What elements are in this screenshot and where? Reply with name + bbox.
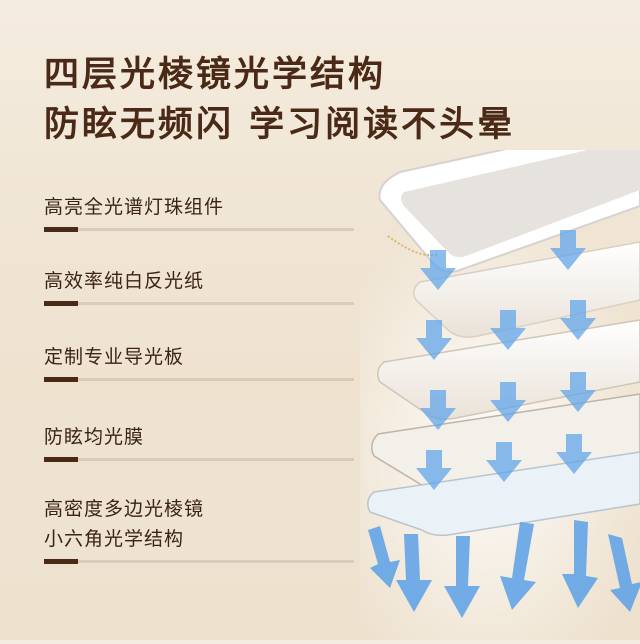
layered-lamp-illustration <box>360 118 640 640</box>
arrow-icon <box>416 320 452 360</box>
divider-accent <box>44 227 78 232</box>
arrow-icon <box>490 310 526 350</box>
feature-divider <box>44 227 354 232</box>
prism-layer <box>367 451 640 537</box>
divider-accent <box>44 457 78 462</box>
reflective-paper-layer <box>413 241 640 338</box>
arrow-icon <box>420 390 456 430</box>
arrow-icon <box>560 372 596 412</box>
arrow-icon <box>562 520 598 608</box>
feature-divider <box>44 457 354 462</box>
feature-label: 防眩均光膜 <box>44 426 145 448</box>
feature-item-antiglare-film: 防眩均光膜 <box>44 422 354 462</box>
feature-label: 高效率纯白反光纸 <box>44 270 205 292</box>
feature-divider <box>44 377 354 382</box>
divider-accent <box>44 559 78 564</box>
arrow-icon <box>556 434 592 474</box>
feature-label: 小六角光学结构 <box>44 528 185 550</box>
divider-accent <box>44 301 78 306</box>
light-arrows <box>416 230 596 490</box>
feature-item-prism: 高密度多边光棱镜 小六角光学结构 <box>44 494 354 564</box>
arrow-icon <box>560 300 596 340</box>
arrow-icon <box>550 230 586 270</box>
arrow-icon <box>608 534 640 612</box>
feature-item-light-guide: 定制专业导光板 <box>44 342 354 382</box>
headline-line-2: 防眩无频闪 学习阅读不头晕 <box>44 105 516 145</box>
arrow-icon <box>416 450 452 490</box>
lamp-layers-svg <box>360 118 640 640</box>
arrow-icon <box>490 382 526 422</box>
feature-divider <box>44 559 354 564</box>
feature-label: 高密度多边光棱镜 <box>44 498 205 520</box>
feature-divider <box>44 301 354 306</box>
arrow-icon <box>396 534 432 612</box>
arrow-icon <box>368 526 400 588</box>
feature-item-reflective-paper: 高效率纯白反光纸 <box>44 266 354 306</box>
arrow-icon <box>486 442 522 482</box>
arrow-icon <box>500 522 536 610</box>
arrow-icon <box>444 536 480 618</box>
headline-line-1: 四层光棱镜光学结构 <box>44 55 387 95</box>
output-arrows <box>368 520 640 618</box>
feature-label: 定制专业导光板 <box>44 346 185 368</box>
feature-item-led-beads: 高亮全光谱灯珠组件 <box>44 192 354 232</box>
divider-accent <box>44 377 78 382</box>
arrow-icon <box>420 250 456 290</box>
feature-label: 高亮全光谱灯珠组件 <box>44 196 225 218</box>
